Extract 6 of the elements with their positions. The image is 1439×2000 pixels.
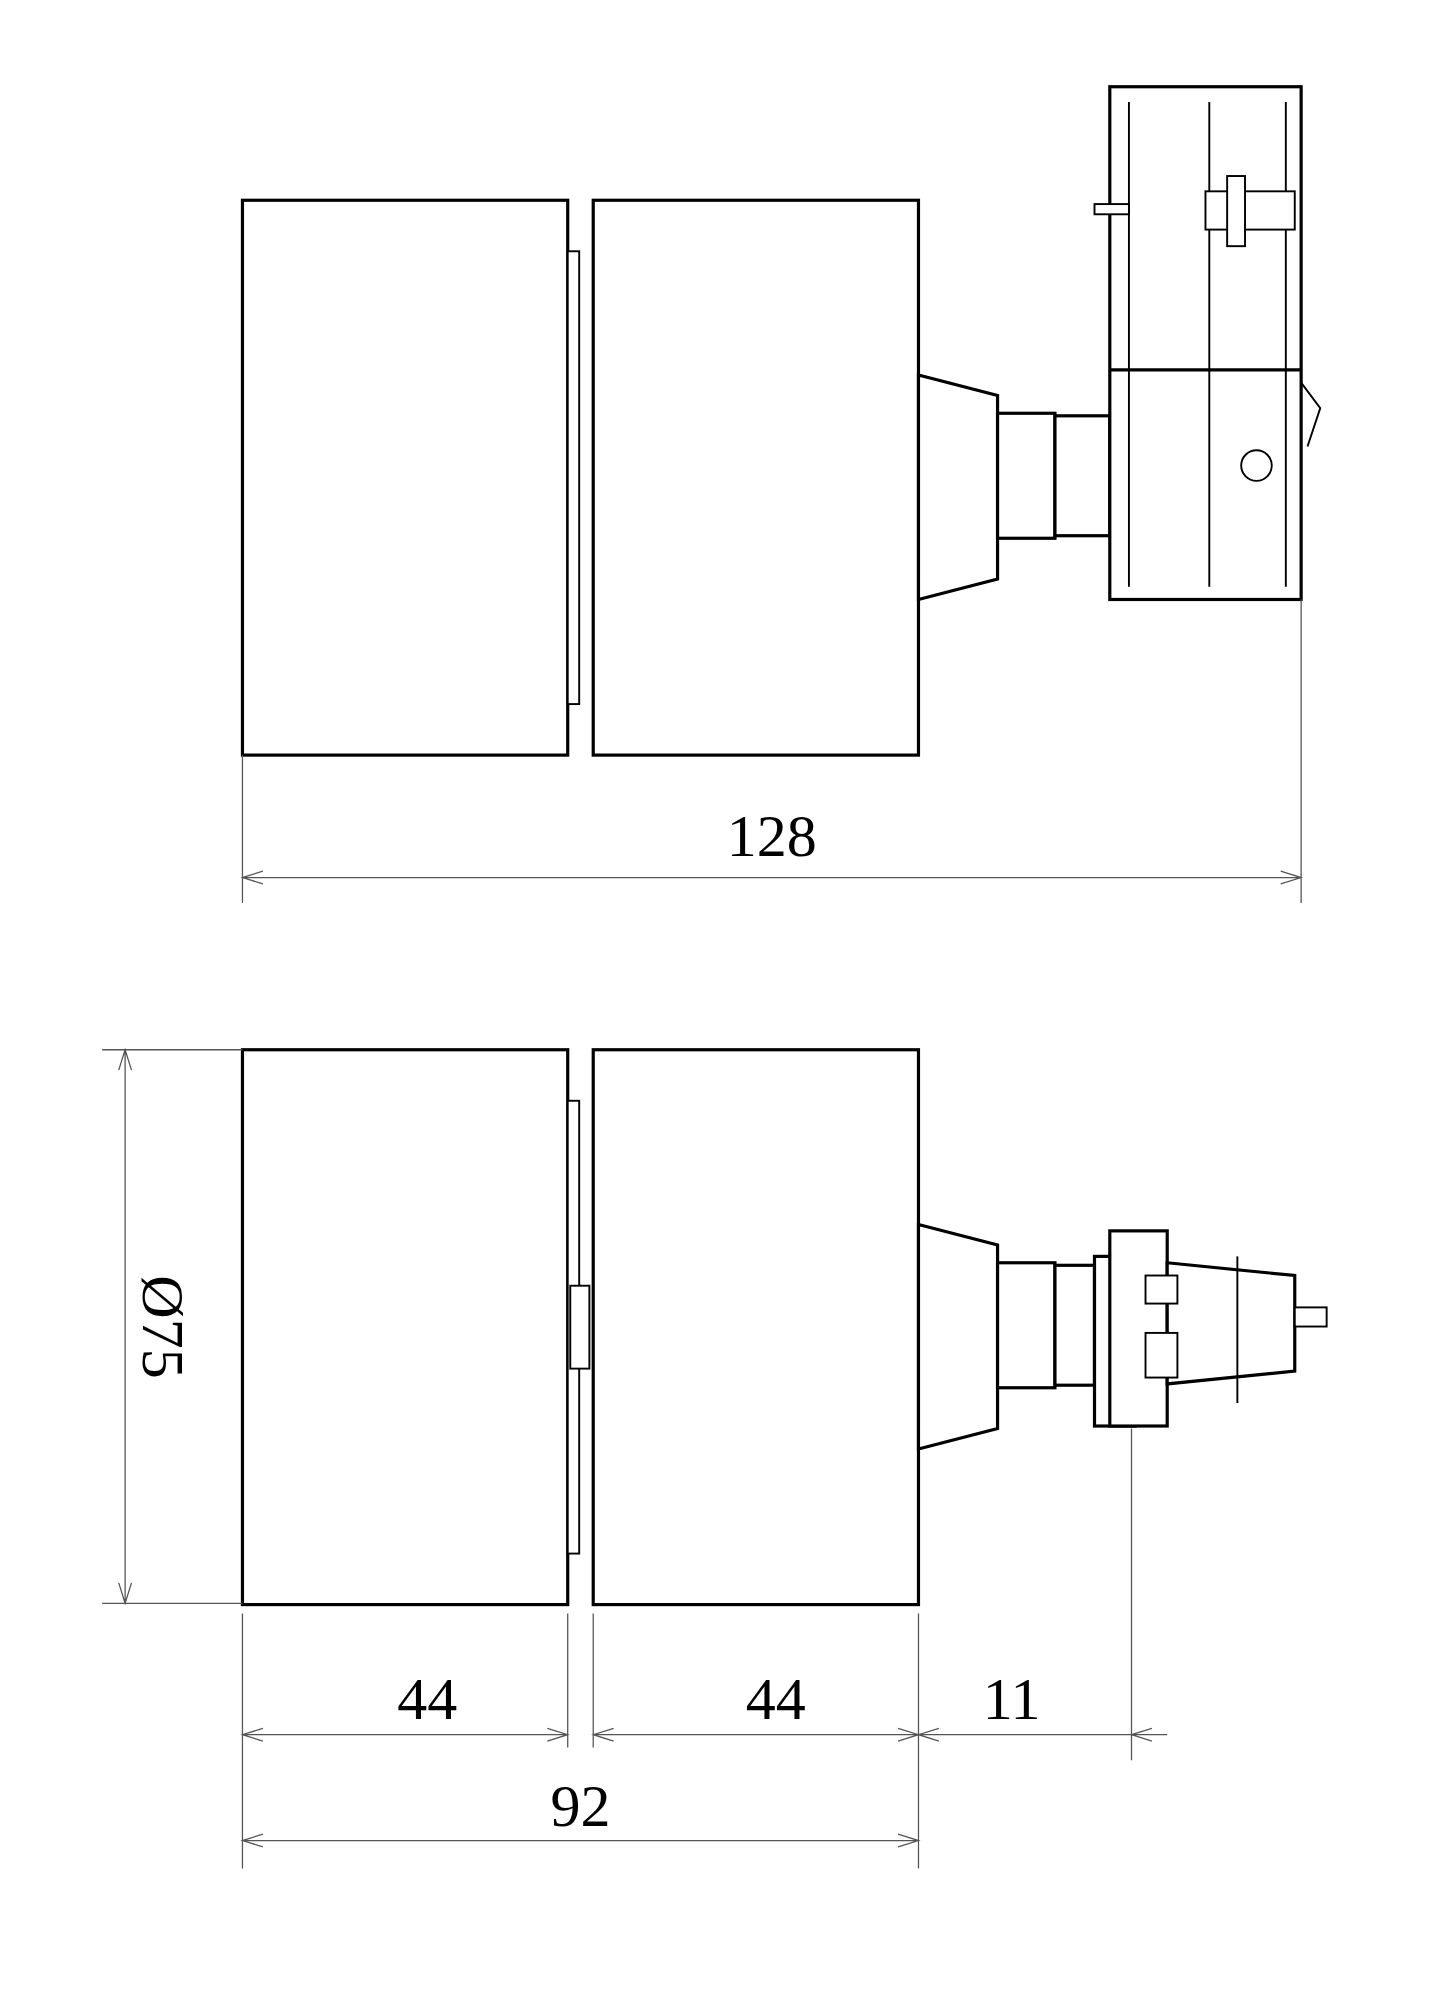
dimension-label: Ø75 [133,1275,194,1379]
dimension-label: 128 [726,805,817,866]
dimension-label: 44 [397,1669,458,1730]
dimension-label: 92 [550,1776,611,1837]
dimension-label: 44 [745,1669,806,1730]
dimension-label: 11 [982,1669,1041,1730]
